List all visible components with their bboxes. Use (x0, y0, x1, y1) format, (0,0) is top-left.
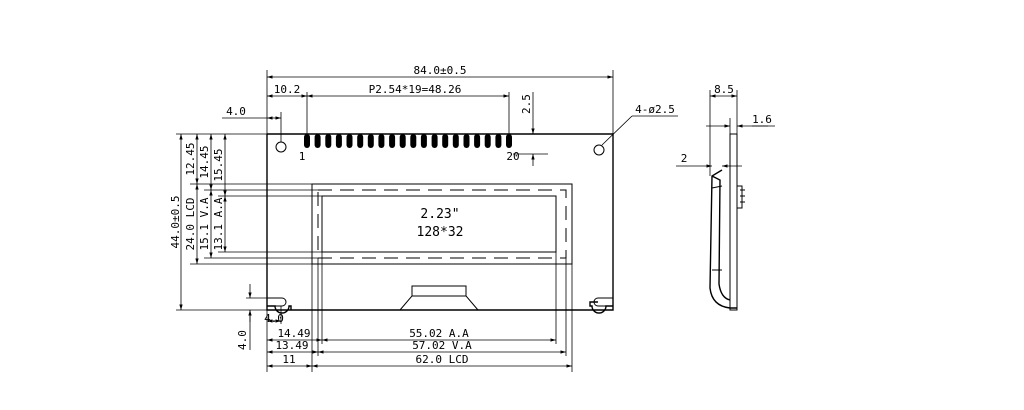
dim-side-pcb: 1.6 (752, 113, 772, 126)
pin (452, 134, 459, 148)
pin (335, 134, 342, 148)
dim-hole-offset-x: 4.0 (226, 105, 246, 118)
pin (495, 134, 502, 148)
dim-aa-offset: 14.49 (277, 327, 310, 340)
pin (314, 134, 321, 148)
pin (484, 134, 491, 148)
slot-left (267, 297, 287, 307)
pin (357, 134, 364, 148)
dim-side-gap: 2 (681, 152, 688, 165)
module-size-label: 2.23" (420, 207, 459, 222)
dim-pin-offset: 10.2 (274, 83, 301, 96)
mount-hole-tl (275, 141, 287, 153)
pin (367, 134, 374, 148)
dim-aa-height: 13.1 A.A (212, 197, 225, 250)
pin (463, 134, 470, 148)
pin (431, 134, 438, 148)
pin (304, 134, 310, 148)
lcd-outline (311, 183, 573, 265)
center-tab (399, 285, 479, 311)
front-view: 2.23" 128*32 (266, 133, 614, 314)
bottom-dimensions: 4.0 4.0 14.49 55.02 A.A 13.49 57.02 V.A … (236, 252, 573, 372)
pin (378, 134, 385, 148)
dim-slot-offset-x: 4.0 (264, 312, 284, 325)
pin (389, 134, 396, 148)
left-dimensions: 44.0±0.5 12.45 24.0 LCD 14.45 15.1 V.A 1… (169, 133, 322, 311)
pin-last-label: 20 (506, 150, 519, 163)
pin (325, 134, 332, 148)
dim-overall-height: 44.0±0.5 (169, 196, 182, 249)
dim-lcd-width: 62.0 LCD (416, 353, 469, 366)
dim-15-45: 15.45 (212, 148, 225, 181)
dim-overall-width: 84.0±0.5 (414, 64, 467, 77)
resolution-label: 128*32 (417, 225, 464, 240)
side-pin-block (736, 185, 743, 209)
pin (506, 134, 512, 148)
active-area (321, 195, 557, 253)
mount-hole-tr (593, 144, 605, 156)
viewing-area (317, 189, 567, 259)
dim-side-thickness: 8.5 (714, 83, 734, 96)
dim-lcd-offset: 11 (282, 353, 295, 366)
dim-aa-width: 55.02 A.A (409, 327, 469, 340)
pin-first-label: 1 (299, 150, 306, 163)
dim-12-45: 12.45 (184, 142, 197, 175)
pin (399, 134, 406, 148)
pin (346, 134, 353, 148)
side-pcb (729, 133, 738, 311)
dim-va-width: 57.02 V.A (412, 339, 472, 352)
dim-14-45: 14.45 (198, 145, 211, 178)
top-dimensions: 84.0±0.5 10.2 P2.54*19=48.26 4.0 2.5 4-ø… (222, 64, 678, 166)
dim-lcd-height: 24.0 LCD (184, 198, 197, 251)
pin (474, 134, 481, 148)
dim-mount-holes: 4-ø2.5 (635, 103, 675, 116)
dim-va-height: 15.1 V.A (198, 197, 211, 250)
pin-row (304, 134, 512, 148)
side-lcd-body (709, 169, 737, 309)
dim-pin-pitch: P2.54*19=48.26 (369, 83, 462, 96)
slot-right (593, 297, 613, 307)
side-view: 8.5 1.6 2 (676, 83, 775, 311)
dim-va-offset: 13.49 (275, 339, 308, 352)
pin (442, 134, 449, 148)
pin (410, 134, 417, 148)
dim-slot-offset-y: 4.0 (236, 330, 249, 350)
dim-pin-height: 2.5 (520, 94, 533, 114)
pin (420, 134, 427, 148)
